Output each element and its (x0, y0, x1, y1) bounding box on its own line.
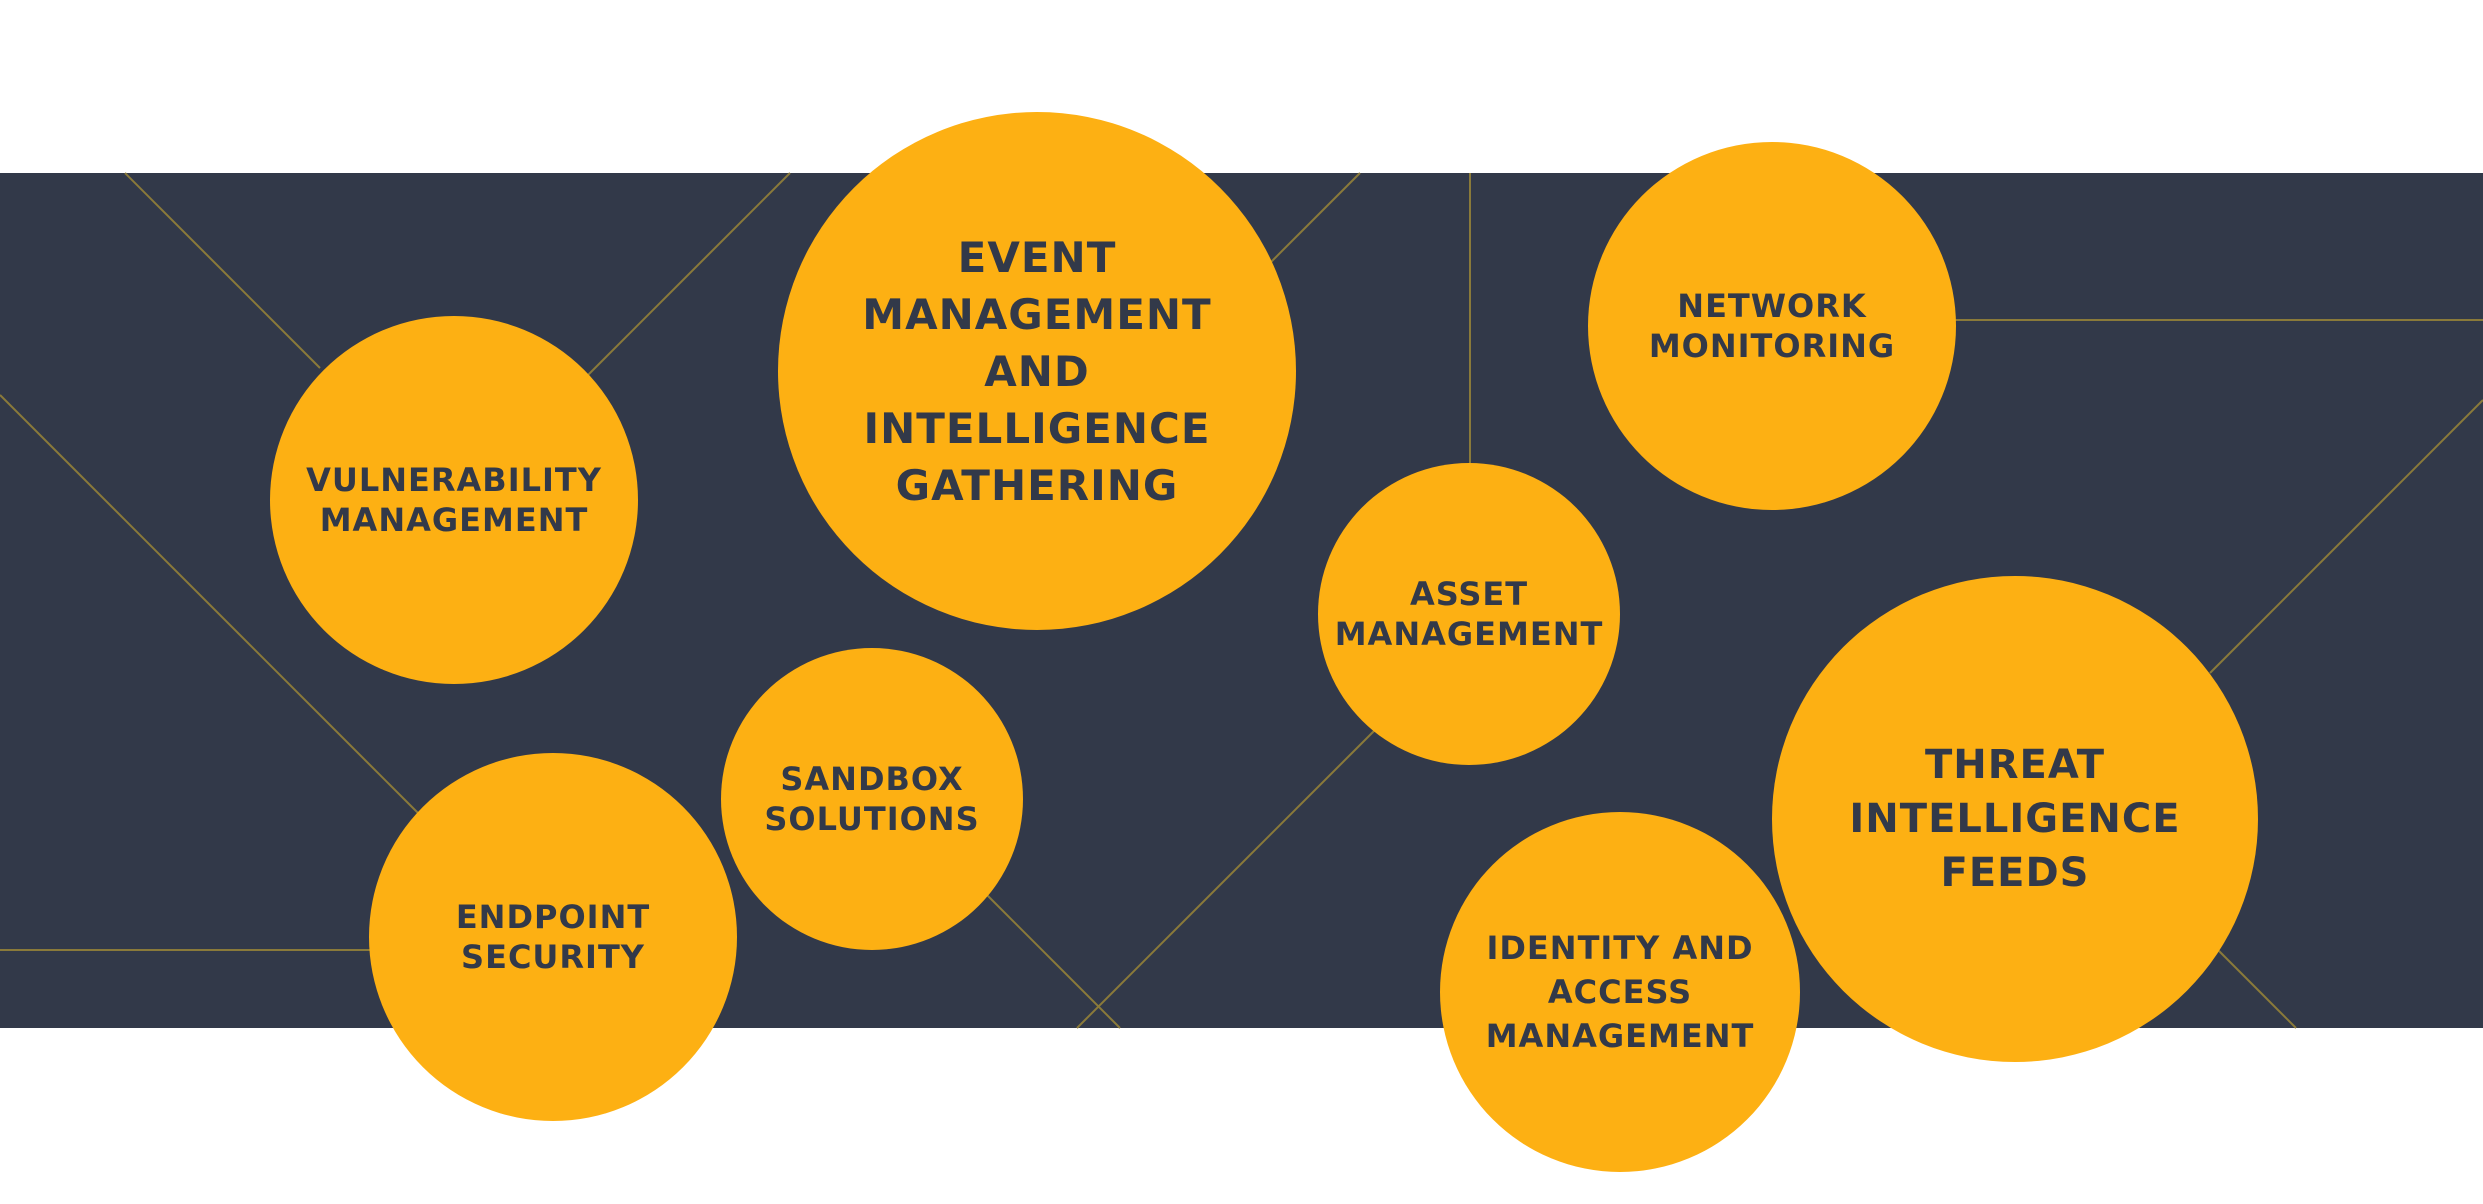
bubble-identity-access-management[interactable]: IDENTITY AND ACCESS MANAGEMENT (1440, 812, 1800, 1172)
bubble-label-vulnerability-management: VULNERABILITY MANAGEMENT (306, 461, 602, 539)
connector-line (587, 172, 791, 376)
connector-line (984, 892, 1121, 1029)
bubble-event-management[interactable]: EVENT MANAGEMENT AND INTELLIGENCE GATHER… (778, 112, 1296, 630)
bubble-label-identity-access-management: IDENTITY AND ACCESS MANAGEMENT (1485, 929, 1755, 1055)
bubble-vulnerability-management[interactable]: VULNERABILITY MANAGEMENT (270, 316, 638, 684)
bubble-endpoint-security[interactable]: ENDPOINT SECURITY (369, 753, 737, 1121)
bubble-label-endpoint-security: ENDPOINT SECURITY (455, 898, 651, 976)
bubble-label-network-monitoring: NETWORK MONITORING (1648, 287, 1896, 365)
bubble-threat-intelligence-feeds[interactable]: THREAT INTELLIGENCE FEEDS (1772, 576, 2258, 1062)
connector-line (1269, 172, 1361, 264)
connector-line (1076, 729, 1376, 1029)
bubble-label-asset-management: ASSET MANAGEMENT (1334, 575, 1604, 653)
bubble-sandbox-solutions[interactable]: SANDBOX SOLUTIONS (721, 648, 1023, 950)
bubble-asset-management[interactable]: ASSET MANAGEMENT (1318, 463, 1620, 765)
bubble-label-threat-intelligence-feeds: THREAT INTELLIGENCE FEEDS (1849, 742, 2181, 896)
connector-line (124, 172, 321, 369)
connector-line (2209, 399, 2483, 674)
bubble-label-sandbox-solutions: SANDBOX SOLUTIONS (764, 760, 980, 838)
connector-line (2217, 949, 2297, 1029)
connector-line (0, 394, 421, 816)
bubble-network-monitoring[interactable]: NETWORK MONITORING (1588, 142, 1956, 510)
bubble-label-event-management: EVENT MANAGEMENT AND INTELLIGENCE GATHER… (862, 232, 1212, 510)
